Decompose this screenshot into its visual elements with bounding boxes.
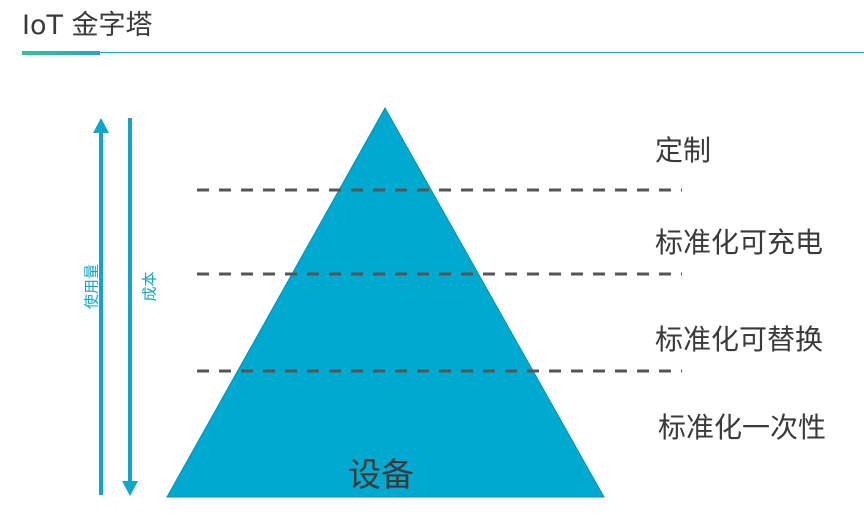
page-title: IoT 金字塔 (22, 10, 153, 41)
tier-label-replaceable: 标准化可替换 (655, 323, 824, 356)
usage-arrow (93, 118, 109, 495)
tier-label-custom: 定制 (655, 134, 712, 167)
pyramid-shape (166, 106, 605, 498)
cost-axis-label: 成本 (140, 271, 159, 302)
tier-label-rechargeable: 标准化可充电 (655, 226, 824, 259)
title-accent-bar (22, 51, 100, 55)
cost-arrow (122, 118, 138, 496)
title-underline (22, 52, 864, 53)
tier-label-disposable: 标准化一次性 (658, 411, 827, 444)
usage-axis-label: 使用量 (82, 264, 101, 310)
pyramid-base-label: 设备 (348, 455, 414, 494)
